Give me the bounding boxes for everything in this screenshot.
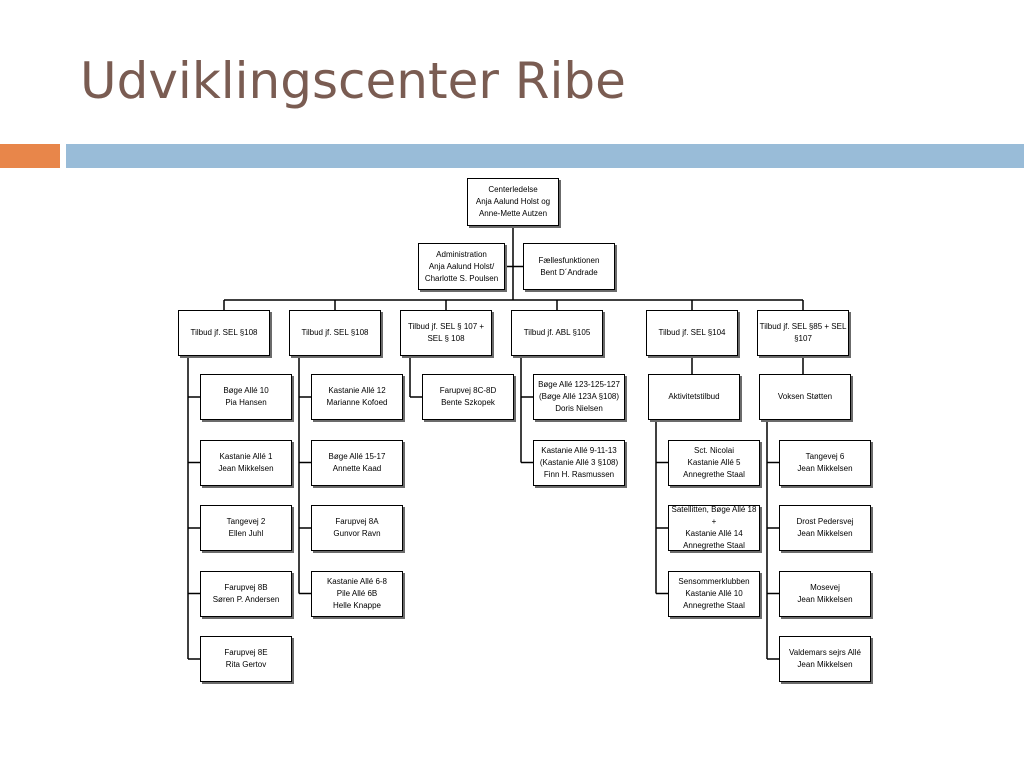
- leaf-node: Kastanie Allé 12 Marianne Kofoed: [311, 374, 403, 420]
- leaf-node: Farupvej 8B Søren P. Andersen: [200, 570, 292, 617]
- node-text-line: Doris Nielsen: [555, 404, 603, 413]
- node-text-line: Bent D´Andrade: [540, 267, 598, 277]
- node-text-line: Annette Kaad: [332, 463, 382, 473]
- node-text-line: Farupvej 8E: [224, 648, 268, 657]
- slide-title: Udviklingscenter Ribe: [80, 52, 626, 110]
- leaf-node: Farupvej 8E Rita Gertov: [200, 636, 292, 682]
- category-node: Tilbud jf. ABL §105: [511, 310, 603, 356]
- node-text-line: Kastanie Allé 5: [687, 457, 741, 467]
- node-text-line: Anne-Mette Autzen: [478, 209, 548, 218]
- node-text-line: Pile Allé 6B: [336, 588, 378, 598]
- node-text-line: Tangevej 2: [226, 517, 266, 526]
- node-text-line: Kastanie Allé 12: [328, 386, 386, 395]
- node-text-line: Tilbud jf. ABL §105: [523, 328, 591, 337]
- node-text-line: §107: [794, 334, 812, 343]
- node-text-line: Kastanie Allé 1: [219, 451, 273, 461]
- node-text-line: Satellitten, Bøge Allé 18: [671, 505, 757, 514]
- node-text-line: Bøge Allé 15-17: [328, 451, 386, 461]
- node-text-line: Annegrethe Staal: [683, 600, 745, 610]
- node-text-line: Pia Hansen: [225, 398, 267, 407]
- node-text-line: Charlotte S. Poulsen: [424, 273, 499, 283]
- node-text-line: Anja Aalund Holst/: [428, 261, 495, 271]
- node-text-line: Kastanie Allé 10: [685, 588, 743, 598]
- node-text-line: Ellen Juhl: [228, 529, 264, 538]
- node-text-line: Marianne Kofoed: [326, 398, 388, 407]
- category-node: Tilbud jf. SEL §108: [289, 310, 381, 356]
- sub-category-node: Voksen Støtten: [759, 374, 851, 420]
- node-text-line: Anja Aalund Holst og: [475, 197, 551, 206]
- node-text-line: Fællesfunktionen: [538, 255, 600, 265]
- node-text-line: (Bøge Allé 123A §108): [538, 392, 620, 401]
- node-text-line: Farupvej 8B: [224, 582, 268, 592]
- node-text-line: Rita Gertov: [225, 660, 267, 669]
- node-text-line: Centerledelse: [488, 185, 538, 194]
- node-text-line: (Kastanie Allé 3 §108): [539, 457, 619, 467]
- node-text-line: Jean Mikkelsen: [797, 529, 853, 538]
- leaf-node: Farupvej 8A Gunvor Ravn: [311, 505, 403, 551]
- node-text-line: Jean Mikkelsen: [797, 660, 853, 669]
- node-text-line: Tangevej 6: [805, 451, 845, 461]
- node-text-line: Annegrethe Staal: [683, 541, 745, 550]
- accent-bar-orange: [0, 144, 60, 168]
- node-text-line: Valdemars sejrs Allé: [789, 648, 861, 657]
- node-text-line: Jean Mikkelsen: [797, 463, 853, 473]
- node-text-line: Drost Pedersvej: [796, 517, 854, 526]
- node-text-line: Tilbud jf. SEL §104: [658, 328, 726, 337]
- sub-category-node: Aktivitetstilbud: [648, 374, 740, 420]
- leaf-node: Bøge Allé 123-125-127 (Bøge Allé 123A §10…: [533, 374, 625, 420]
- node-text-line: Bøge Allé 10: [223, 386, 269, 395]
- leaf-node: Satellitten, Bøge Allé 18 + Kastanie Allé …: [668, 505, 760, 551]
- node-text-line: Mosevej: [810, 582, 840, 592]
- node-text-line: Aktivitetstilbud: [668, 392, 720, 401]
- node-text-line: Gunvor Ravn: [333, 529, 381, 538]
- leaf-node: Kastanie Allé 1 Jean Mikkelsen: [200, 439, 292, 486]
- node-text-line: Administration: [436, 249, 487, 259]
- node-text-line: Farupvej 8C-8D: [439, 386, 497, 395]
- node-text-line: Bente Szkopek: [441, 398, 495, 407]
- node-text-line: Tilbud jf. SEL § 107 +: [407, 322, 485, 331]
- node-text-line: Farupvej 8A: [335, 517, 379, 526]
- node-text-line: +: [711, 517, 717, 526]
- category-node: Tilbud jf. SEL §108: [178, 310, 270, 356]
- accent-bar-blue: [66, 144, 1024, 168]
- node-text-line: Sct. Nicolai: [693, 445, 734, 455]
- node-text-line: Bøge Allé 123-125-127: [538, 380, 620, 389]
- node-text-line: Jean Mikkelsen: [218, 463, 274, 473]
- node-text-line: Tilbud jf. SEL §108: [190, 328, 258, 337]
- node-text-line: Finn H. Rasmussen: [543, 469, 615, 479]
- leaf-node: Tangevej 2 Ellen Juhl: [200, 505, 292, 551]
- leaf-node: Farupvej 8C-8D Bente Szkopek: [422, 374, 514, 420]
- node-text-line: Tilbud jf. SEL §85 + SEL: [759, 322, 847, 331]
- category-node: Tilbud jf. SEL § 107 + SEL § 108: [400, 310, 492, 356]
- leaf-node: Tangevej 6 Jean Mikkelsen: [779, 439, 871, 486]
- node-text-line: Jean Mikkelsen: [797, 594, 853, 604]
- node-text-line: Voksen Støtten: [777, 392, 833, 401]
- node-text-line: Kastanie Allé 6-8: [326, 576, 388, 586]
- node-text-line: Kastanie Allé 14: [685, 529, 743, 538]
- node-text-line: Kastanie Allé 9-11-13: [541, 445, 617, 455]
- node-text-line: Helle Knappe: [332, 600, 382, 610]
- node-text-line: Annegrethe Staal: [683, 469, 745, 479]
- leaf-node: Bøge Allé 10 Pia Hansen: [200, 374, 292, 420]
- node-text-line: Tilbud jf. SEL §108: [301, 328, 369, 337]
- node-text-line: Sensommerklubben: [678, 576, 750, 586]
- category-node: Tilbud jf. SEL §85 + SEL §107: [757, 310, 849, 356]
- leaf-node: Kastanie Allé 9-11-13 (Kastanie Allé 3 §1…: [533, 439, 625, 486]
- node-text-line: SEL § 108: [427, 334, 465, 343]
- category-node: Tilbud jf. SEL §104: [646, 310, 738, 356]
- node-text-line: Søren P. Andersen: [212, 594, 280, 604]
